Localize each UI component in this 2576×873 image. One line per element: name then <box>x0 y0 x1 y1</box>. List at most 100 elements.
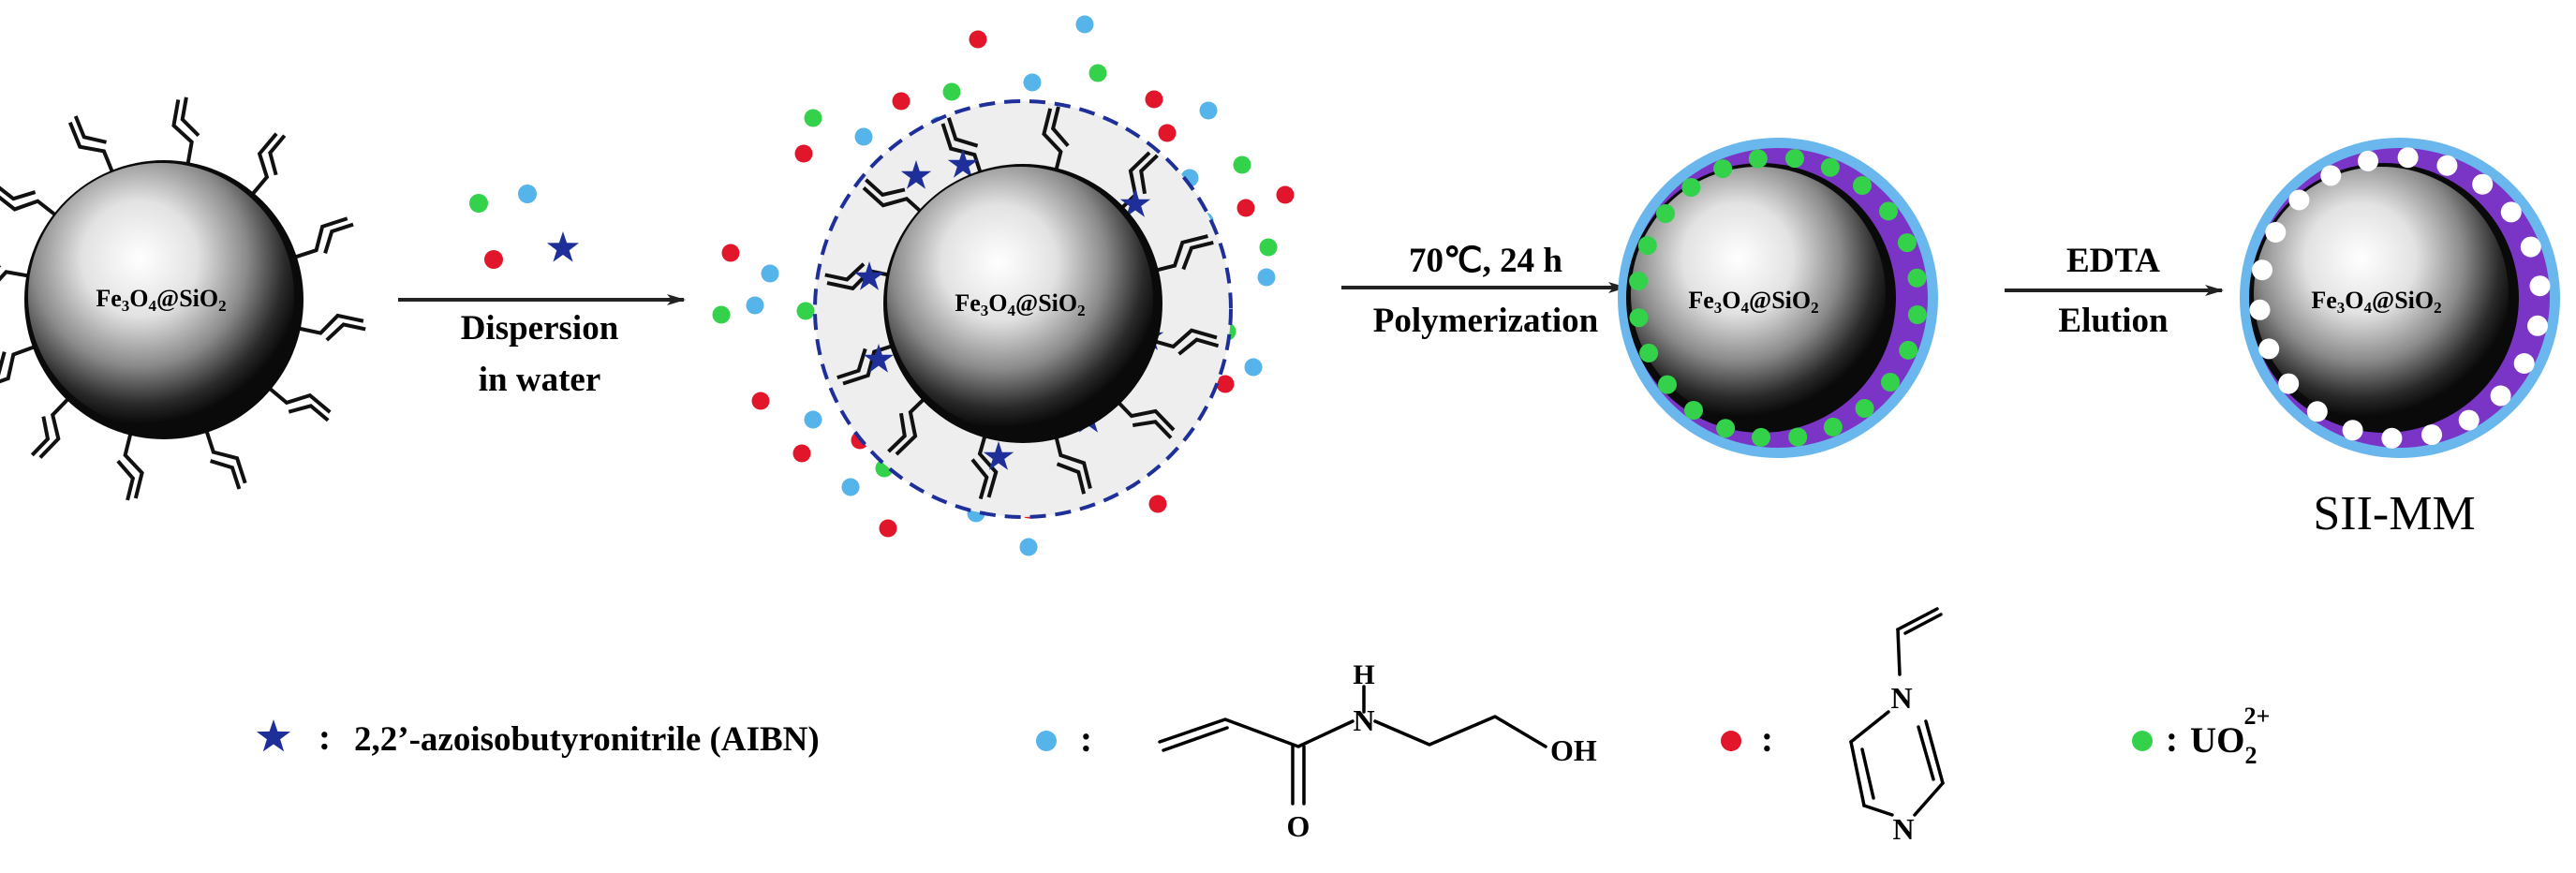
green-dot <box>712 305 731 324</box>
uranyl-dot <box>1820 157 1840 177</box>
particle-3: Fe3O4@SiO2 <box>1618 138 1938 458</box>
cavity-dot <box>2500 201 2522 223</box>
vinyl-ligand <box>248 132 287 199</box>
uranyl-label: UO22+ <box>2190 703 2270 769</box>
red-dot <box>794 144 813 163</box>
red-dot <box>751 392 770 410</box>
cavity-dot <box>2265 222 2287 243</box>
vinyl-ligand <box>290 216 354 260</box>
vinyl-ligand <box>265 384 332 422</box>
vinyl-ligand <box>1152 234 1214 274</box>
product-label: SII-MM <box>2313 487 2475 540</box>
uranyl-dot <box>1907 268 1927 288</box>
uranyl-dot <box>1684 401 1703 420</box>
core-sphere <box>2254 167 2509 422</box>
vinyl-ligand <box>836 343 896 386</box>
blue-dot <box>854 127 873 146</box>
red-dot <box>1145 90 1163 109</box>
step2-line1: 70℃, 24 h <box>1409 242 1562 280</box>
uranyl-dot <box>1639 343 1659 363</box>
uranyl-dot <box>1629 272 1649 290</box>
step3-line1: EDTA <box>2066 242 2160 280</box>
uranyl-dot <box>1897 233 1917 253</box>
green-dot <box>804 109 822 127</box>
red-dot <box>892 92 910 111</box>
cavity-dot <box>2358 150 2378 171</box>
legend-sep: : <box>1761 719 1773 760</box>
amide-h: H <box>1353 659 1374 690</box>
blue-dot <box>804 410 822 429</box>
star-icon <box>1119 188 1151 217</box>
blue-dot <box>1023 73 1042 92</box>
red-dot <box>792 444 811 463</box>
cavity-dot <box>2342 420 2363 441</box>
uranyl-dot <box>1752 427 1770 447</box>
cavity-dot <box>2320 165 2342 186</box>
cavity-dot <box>2513 353 2535 374</box>
vinylimidazole-structure <box>1849 607 1945 817</box>
imidazole-n3: N <box>1892 812 1914 846</box>
vinyl-ligand <box>1053 433 1092 495</box>
uranyl-dot <box>1899 340 1918 360</box>
green-dot <box>1233 155 1251 174</box>
imprinted-cavities <box>2249 147 2551 449</box>
green-dot-icon <box>2132 731 2153 751</box>
aibn-label: 2,2’-azoisobutyronitrile (AIBN) <box>354 720 820 759</box>
red-dot <box>879 519 897 538</box>
vinyl-ligand <box>862 178 925 215</box>
green-dot <box>1259 238 1278 257</box>
core-sphere <box>887 167 1153 433</box>
amide-n: N <box>1353 703 1374 737</box>
uranyl-dot <box>1748 149 1768 169</box>
uranyl-dot <box>1629 308 1649 328</box>
polymerization-step: 70℃, 24 h Polymerization <box>1341 242 1627 340</box>
core-label: Fe3O4@SiO2 <box>2311 287 2441 317</box>
vinyl-ligand <box>0 263 33 292</box>
star-icon <box>983 441 1014 470</box>
red-dot-icon <box>1721 731 1741 751</box>
step1-line1: Dispersion <box>461 309 619 348</box>
star-icon <box>863 344 895 373</box>
vinyl-ligand <box>203 426 247 490</box>
uranyl-dot <box>1907 305 1927 324</box>
cavity-dot <box>2258 338 2280 360</box>
cavity-dot <box>2436 155 2458 176</box>
vinyl-ligand <box>67 115 116 177</box>
core-sphere <box>28 163 294 429</box>
blue-dot <box>1075 15 1094 34</box>
blue-dot-icon <box>518 185 537 203</box>
star-icon <box>900 160 932 189</box>
step1-line2: in water <box>479 361 601 399</box>
cavity-dot <box>2306 401 2328 422</box>
star-icon <box>947 149 979 178</box>
vinyl-ligand <box>1042 106 1070 174</box>
blue-dot <box>1019 538 1038 556</box>
vinyl-ligand <box>887 394 928 456</box>
cavity-dot <box>2381 427 2403 449</box>
blue-dot <box>841 478 860 496</box>
uranyl-dot <box>1823 417 1843 436</box>
vinyl-ligand <box>0 183 60 219</box>
uranyl-dot <box>1879 201 1898 221</box>
uranyl-dot <box>1785 149 1804 169</box>
uranyl-dot <box>1855 399 1874 418</box>
cavity-dot <box>2421 424 2442 446</box>
carbonyl-o: O <box>1287 809 1310 843</box>
star-icon <box>546 231 580 262</box>
particle-4: Fe3O4@SiO2 SII-MM <box>2240 138 2560 540</box>
red-dot <box>721 244 740 262</box>
cavity-dot <box>2278 373 2300 394</box>
uranyl-dot <box>1713 159 1733 179</box>
blue-dot <box>746 296 764 315</box>
cavity-dot <box>2472 173 2494 195</box>
imidazole-n1: N <box>1890 681 1912 715</box>
uranyl-dot <box>1853 176 1872 195</box>
cavity-dot <box>2458 409 2480 431</box>
hydroxyl-oh: OH <box>1550 733 1597 767</box>
uranyl-dot <box>1716 419 1736 438</box>
cavity-dot <box>2288 189 2310 211</box>
red-dot <box>1276 185 1295 204</box>
green-dot <box>796 302 815 320</box>
green-dot-icon <box>469 194 488 213</box>
